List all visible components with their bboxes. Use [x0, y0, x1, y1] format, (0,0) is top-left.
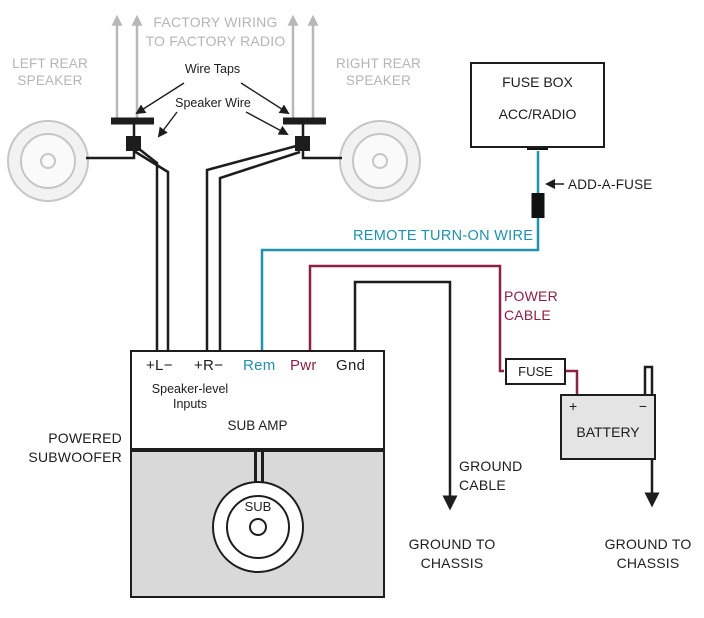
speaker-level-inputs-line1: Speaker-level	[151, 382, 229, 396]
wire-taps-label: Wire Taps	[184, 62, 241, 76]
speaker-level-inputs-label: Speaker-level Inputs	[134, 382, 246, 412]
factory-wiring-label: FACTORY WIRING TO FACTORY RADIO	[143, 13, 288, 51]
inline-fuse-label: FUSE	[518, 364, 553, 379]
amp-terminal-ground: Gnd	[336, 357, 366, 374]
right-rear-speaker-label: RIGHT REAR SPEAKER	[330, 55, 427, 89]
sub-amp-box: +L− +R− Rem Pwr Gnd Speaker-level Inputs…	[130, 350, 385, 450]
amp-terminal-power: Pwr	[290, 357, 317, 374]
speaker-wire	[133, 144, 159, 351]
ground-cable-label-line2: CABLE	[459, 477, 506, 493]
wire-taps-pointer-arrow	[135, 82, 185, 115]
speaker-wire	[218, 150, 301, 351]
speaker-level-inputs-line2: Inputs	[172, 397, 208, 411]
ground-to-chassis-battery-line2: CHASSIS	[616, 555, 680, 571]
ground-cable-label-line1: GROUND	[459, 458, 523, 474]
speaker-wire-pointer-arrow	[245, 111, 289, 135]
factory-wiring-label-line2: TO FACTORY RADIO	[145, 33, 286, 49]
power-cable-label-line1: POWER	[504, 288, 558, 304]
ground-cable-wire	[353, 280, 458, 511]
add-a-fuse-label: ADD-A-FUSE	[568, 177, 653, 192]
powered-subwoofer-line2: SUBWOOFER	[28, 449, 122, 465]
factory-speaker-wire	[86, 119, 136, 160]
ground-to-chassis-label-amp: GROUND TO CHASSIS	[403, 535, 501, 573]
left-rear-speaker-label: LEFT REAR SPEAKER	[4, 55, 96, 89]
factory-speaker-wire	[301, 119, 342, 160]
sub-connector-wire	[261, 452, 264, 483]
powered-subwoofer-line1: POWERED	[48, 430, 122, 446]
power-cable-wire	[308, 264, 504, 373]
power-cable-label: POWER CABLE	[504, 287, 558, 325]
fuse-box: FUSE BOX ACC/RADIO	[470, 62, 605, 148]
sub-driver-dust-cap	[249, 518, 267, 536]
left-rear-speaker-label-line2: SPEAKER	[17, 73, 83, 88]
fuse-box-title: FUSE BOX	[502, 74, 573, 90]
add-a-fuse-holder	[531, 193, 545, 218]
right-rear-speaker-label-line1: RIGHT REAR	[335, 56, 421, 71]
ground-cable-label: GROUND CABLE	[459, 457, 522, 495]
ground-to-chassis-battery-line1: GROUND TO	[604, 536, 692, 552]
power-cable-label-line2: CABLE	[504, 307, 551, 323]
amp-terminal-remote: Rem	[243, 357, 276, 374]
right-rear-speaker-label-line2: SPEAKER	[345, 73, 412, 88]
right-rear-speaker-graphic	[339, 120, 421, 202]
amp-terminal-left-input: +L−	[146, 357, 173, 374]
battery: + − BATTERY	[560, 394, 656, 460]
powered-subwoofer-label: POWERED SUBWOOFER	[16, 429, 122, 467]
factory-wiring-label-line1: FACTORY WIRING	[153, 14, 278, 30]
subwoofer-enclosure: SUB	[130, 450, 385, 598]
wire-tap-connector	[295, 136, 310, 151]
speaker-wire	[205, 143, 301, 351]
left-rear-speaker-graphic	[7, 120, 89, 202]
speaker-wire	[133, 149, 170, 351]
wire-taps-pointer-arrow	[240, 82, 290, 115]
ground-to-chassis-amp-line1: GROUND TO	[408, 536, 496, 552]
fuse-box-circuit-label: ACC/RADIO	[498, 106, 577, 122]
amp-terminal-right-input: +R−	[194, 357, 224, 374]
battery-label: BATTERY	[576, 424, 640, 440]
ground-to-chassis-amp-line2: CHASSIS	[420, 555, 484, 571]
ground-to-chassis-label-battery: GROUND TO CHASSIS	[599, 535, 697, 573]
battery-plus-terminal: +	[569, 398, 578, 414]
speaker-wire-pointer-arrow	[157, 111, 178, 138]
sub-label: SUB	[244, 499, 272, 514]
battery-minus-terminal: −	[638, 398, 647, 414]
left-rear-speaker-label-line1: LEFT REAR	[12, 56, 88, 71]
power-cable-wire	[566, 369, 579, 394]
inline-fuse: FUSE	[505, 358, 566, 385]
speaker-wire-label: Speaker Wire	[175, 96, 251, 110]
sub-amp-label: SUB AMP	[227, 418, 288, 433]
remote-turn-on-wire-label: REMOTE TURN-ON WIRE	[353, 228, 534, 244]
sub-connector-wire	[254, 452, 257, 483]
